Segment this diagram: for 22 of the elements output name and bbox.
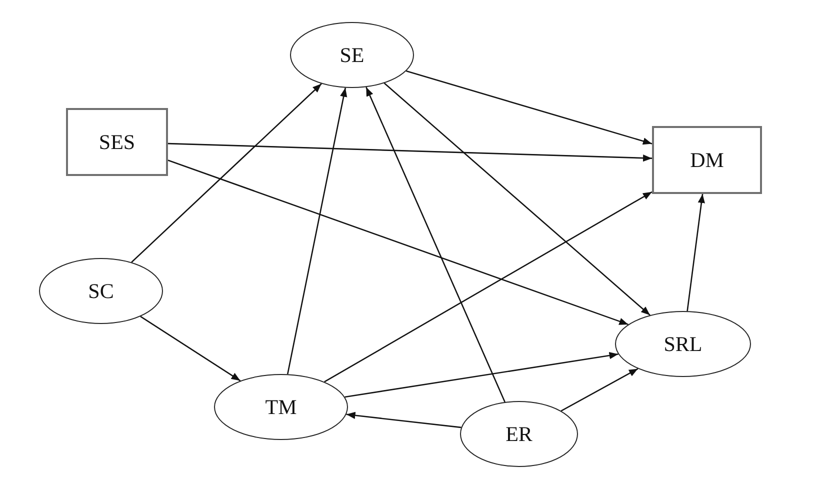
arrow [344,352,618,398]
arrow [560,368,638,412]
arrow [168,160,628,326]
arrow [346,412,462,428]
rectangle-node [652,126,762,194]
arrow [131,83,322,263]
node-label: ER [506,422,532,446]
arrow [140,316,241,382]
node-label: SES [98,130,136,154]
node-label: SRL [664,332,702,356]
node-label: DM [690,148,724,172]
arrow [686,194,705,312]
arrow [324,191,652,382]
rectangle-node [66,108,168,176]
arrow [286,88,348,374]
arrow [366,86,506,402]
node-label: SC [88,278,114,304]
arrow [168,142,652,162]
node-label: SE [340,42,364,68]
node-label: TM [265,394,297,420]
arrow [406,70,652,145]
arrow [384,82,650,316]
